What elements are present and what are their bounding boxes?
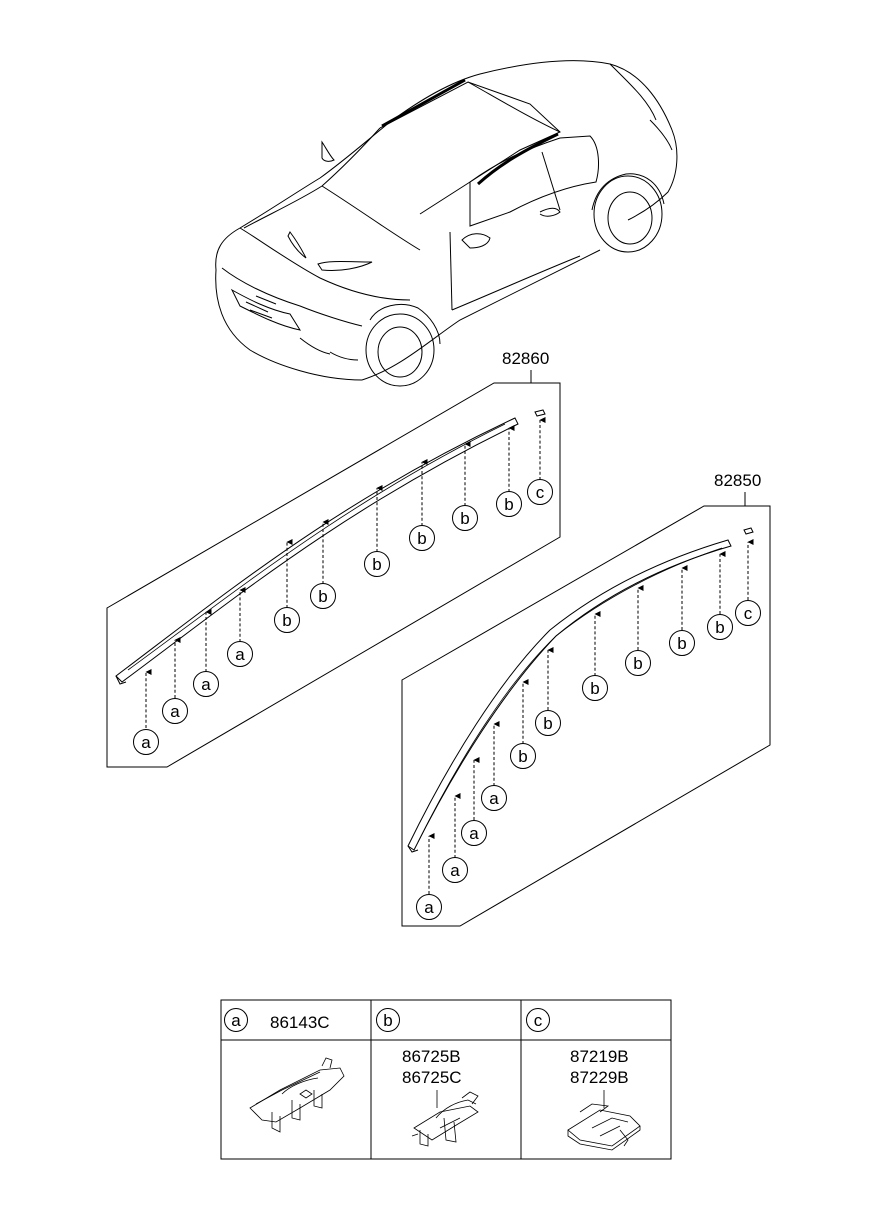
callout-c: c [527, 479, 553, 505]
svg-text:b: b [504, 495, 513, 514]
callout-b: b [669, 630, 695, 656]
svg-text:a: a [170, 702, 180, 721]
legend-part-number: 86725C [402, 1068, 462, 1087]
molding-strip [407, 539, 732, 851]
svg-text:b: b [715, 618, 724, 637]
car-illustration [215, 60, 678, 387]
svg-text:a: a [424, 898, 434, 917]
svg-text:c: c [744, 604, 753, 623]
legend-letter: c [534, 1011, 543, 1030]
callout-b: b [510, 743, 536, 769]
clip-legend-table: a 86143C b 86725B 86725C [220, 999, 672, 1160]
callout-c: c [735, 600, 761, 626]
callout-b: b [582, 675, 608, 701]
svg-text:c: c [536, 483, 545, 502]
legend-cell-b: b 86725B 86725C [376, 1008, 479, 1147]
legend-part-number: 86725B [402, 1047, 461, 1066]
svg-text:b: b [543, 714, 552, 733]
svg-text:b: b [590, 679, 599, 698]
callout-a: a [133, 729, 159, 755]
callout-b: b [496, 491, 522, 517]
callout-b: b [274, 607, 300, 633]
callout-a: a [481, 785, 507, 811]
assembly-part-number: 82850 [714, 471, 761, 490]
callout-a: a [416, 894, 442, 920]
svg-text:b: b [372, 555, 381, 574]
legend-cell-a: a 86143C [224, 1008, 345, 1133]
svg-text:a: a [201, 675, 211, 694]
svg-text:a: a [489, 789, 499, 808]
callout-a: a [162, 698, 188, 724]
legend-letter: a [231, 1011, 241, 1030]
legend-part-number: 87229B [570, 1068, 629, 1087]
svg-text:a: a [141, 733, 151, 752]
svg-text:b: b [460, 509, 469, 528]
svg-text:a: a [450, 861, 460, 880]
svg-text:b: b [677, 634, 686, 653]
clip-b-icon [411, 1091, 479, 1147]
legend-letter: b [383, 1011, 392, 1030]
svg-text:b: b [417, 529, 426, 548]
callout-a: a [461, 820, 487, 846]
legend-part-number: 87219B [570, 1047, 629, 1066]
legend-part-number: 86143C [270, 1013, 330, 1032]
assembly-part-number: 82860 [502, 349, 549, 368]
svg-text:a: a [469, 824, 479, 843]
assembly-boundary [401, 505, 771, 927]
callout-b: b [452, 505, 478, 531]
legend-cell-c: c 87219B 87229B [526, 1008, 641, 1151]
assembly-boundary [106, 382, 561, 768]
clip-c-icon [567, 1103, 641, 1151]
svg-text:b: b [282, 611, 291, 630]
svg-text:b: b [633, 654, 642, 673]
callout-b: b [364, 551, 390, 577]
callout-b: b [625, 650, 651, 676]
callout-b: b [310, 583, 336, 609]
molding-strip [115, 417, 519, 683]
svg-text:b: b [518, 747, 527, 766]
svg-text:b: b [318, 587, 327, 606]
assembly-82850: 82850 a a a a b b b b b b c [401, 471, 771, 927]
callout-b: b [409, 525, 435, 551]
assembly-82860: 82860 a a a a b b b b b b c [106, 349, 561, 768]
clip-a-icon [249, 1057, 345, 1133]
callout-a: a [193, 671, 219, 697]
callout-a: a [442, 857, 468, 883]
callout-b: b [535, 710, 561, 736]
callout-b: b [707, 614, 733, 640]
callout-a: a [227, 641, 253, 667]
svg-text:a: a [235, 645, 245, 664]
